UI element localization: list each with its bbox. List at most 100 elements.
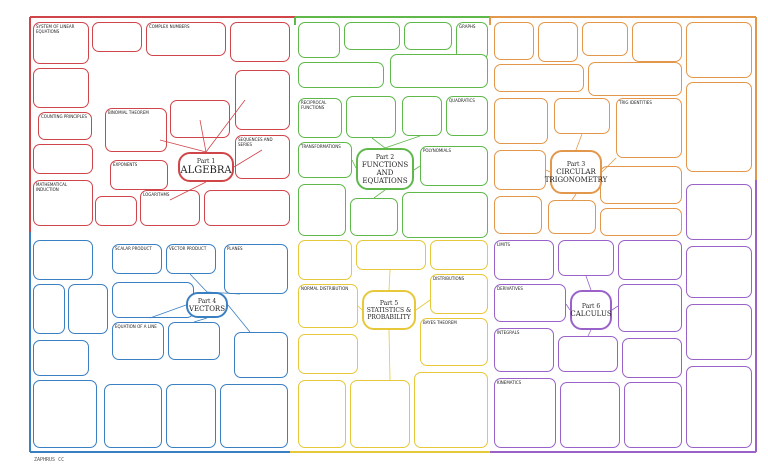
kinematics-label: KINEMATICS: [497, 380, 522, 385]
graphs-label: GRAPHS: [459, 24, 476, 29]
kinematics-note: KINEMATICS: [494, 378, 556, 448]
stats-note-6: [298, 334, 358, 374]
vectors-note-12: [234, 332, 288, 378]
reciprocal-label: RECIPROCAL FUNCTIONS: [301, 100, 327, 110]
scalar-label: SCALAR PRODUCT: [115, 246, 152, 251]
stats-note-9: [350, 380, 410, 448]
vectors-note-2: [33, 284, 65, 334]
vectors-note-10: [168, 322, 220, 360]
circular-hub-number: Part 3: [566, 160, 586, 168]
circular-note-9: [554, 98, 610, 134]
binomial-label: BINOMIAL THEOREM: [108, 110, 149, 115]
calculus-hub-title: CALCULUS: [570, 309, 612, 318]
functions-note-12: [298, 184, 346, 236]
functions-hub-number: Part 2: [375, 153, 395, 161]
circular-note-7: [588, 62, 682, 96]
calculus-note-14: [624, 382, 682, 448]
graphs-note: GRAPHS: [456, 22, 488, 60]
functions-hub-title: FUNCTIONS AND EQUATIONS: [361, 160, 409, 185]
algebra-note-11: [235, 70, 290, 130]
calculus-hub-number: Part 6: [581, 302, 601, 310]
counting-label: COUNTING PRINCIPLES: [41, 114, 87, 119]
calculus-note-6: [618, 284, 682, 332]
induction-label: MATHEMATICAL INDUCTION: [36, 182, 68, 192]
complex-label: COMPLEX NUMBERS: [149, 24, 190, 29]
statistics-hub-title: STATISTICS & PROBABILITY: [366, 306, 412, 321]
circular-note-13: [494, 196, 542, 234]
calculus-note-4: [686, 184, 752, 240]
vectors-note-8: [112, 282, 194, 318]
induction-note: MATHEMATICAL INDUCTION: [33, 180, 93, 226]
transformations-note: TRANSFORMATIONS: [298, 142, 352, 178]
vectors-note-3: [68, 284, 108, 334]
circular-note-6: [494, 64, 584, 92]
planes-label: PLANES: [227, 246, 243, 251]
functions-note-9: [402, 96, 442, 136]
polynomials-note: POLYNOMIALS: [420, 146, 488, 186]
sequences-note: SEQUENCES AND SERIES: [235, 135, 290, 179]
functions-note-5: [298, 62, 384, 88]
binomial-note: BINOMIAL THEOREM: [105, 108, 167, 152]
calculus-note-9: [558, 336, 618, 372]
sequences-label: SEQUENCES AND SERIES: [238, 137, 273, 147]
vectors-hub-title: VECTORS: [189, 304, 225, 313]
circular-note-4: [632, 22, 682, 62]
calculus-note-11: [686, 304, 752, 360]
derivatives-note: DERIVATIVES: [494, 284, 566, 322]
circular-note-12: [494, 150, 546, 190]
normal-label: NORMAL DISTRIBUTION: [301, 286, 349, 291]
vectors-note-15: [220, 384, 288, 448]
lines-note: EQUATION OF A LINE: [112, 322, 164, 360]
functions-note-13: [350, 198, 398, 236]
calculus-note-10: [622, 338, 682, 378]
normal-note: NORMAL DISTRIBUTION: [298, 284, 358, 328]
stats-note-1: [298, 240, 352, 280]
functions-hub: Part 2 FUNCTIONS AND EQUATIONS: [356, 148, 414, 190]
distributions-label: DISTRIBUTIONS: [433, 276, 465, 281]
systems-label: SYSTEM OF LINEAR EQUATIONS: [36, 24, 75, 34]
planes-note: PLANES: [224, 244, 288, 294]
quadratics-label: QUADRATICS: [449, 98, 475, 103]
logarithms-note: LOGARITHMS: [140, 190, 200, 226]
reciprocal-note: RECIPROCAL FUNCTIONS: [298, 98, 342, 138]
algebra-note-2: [33, 68, 89, 108]
derivatives-label: DERIVATIVES: [497, 286, 523, 291]
algebra-note-3: [92, 22, 142, 52]
calculus-note-15: [686, 366, 752, 448]
algebra-note-7: [33, 144, 93, 174]
stats-note-8: [298, 380, 346, 448]
functions-note-15: [402, 192, 488, 238]
circular-hub: Part 3 CIRCULAR TRIGONOMETRY: [545, 150, 607, 194]
circular-note-16: [600, 208, 682, 236]
integrals-note: INTEGRALS: [494, 328, 554, 372]
algebra-note-10: [170, 100, 230, 138]
vectors-note-1: [33, 240, 93, 280]
systems-note: SYSTEM OF LINEAR EQUATIONS: [33, 22, 89, 64]
distributions-note: DISTRIBUTIONS: [430, 274, 488, 314]
circular-note-3: [582, 22, 628, 56]
circular-note-8: [494, 98, 548, 144]
calculus-note-13: [560, 382, 620, 448]
algebra-note-5: [230, 22, 290, 62]
algebra-hub-number: Part 1: [196, 158, 216, 165]
bayes-label: BAYES THEOREM: [423, 320, 457, 325]
algebra-hub: Part 1 ALGEBRA: [178, 152, 234, 182]
calculus-note-2: [558, 240, 614, 276]
calculus-note-3: [618, 240, 682, 280]
functions-note-6: [390, 54, 488, 88]
quadratics-note: QUADRATICS: [446, 96, 488, 136]
integrals-label: INTEGRALS: [497, 330, 520, 335]
vector-product-label: VECTOR PRODUCT: [169, 246, 207, 251]
exponents-label: EXPONENTS: [113, 162, 138, 167]
polynomials-label: POLYNOMIALS: [423, 148, 451, 153]
vectors-note-14: [166, 384, 216, 448]
circular-note-1: [494, 22, 534, 60]
counting-note: COUNTING PRINCIPLES: [38, 112, 92, 140]
circular-note-11: [686, 82, 752, 172]
scalar-note: SCALAR PRODUCT: [112, 244, 162, 274]
transformations-label: TRANSFORMATIONS: [301, 144, 341, 149]
complex-note: COMPLEX NUMBERS: [146, 22, 226, 56]
calculus-note-7: [686, 246, 752, 298]
